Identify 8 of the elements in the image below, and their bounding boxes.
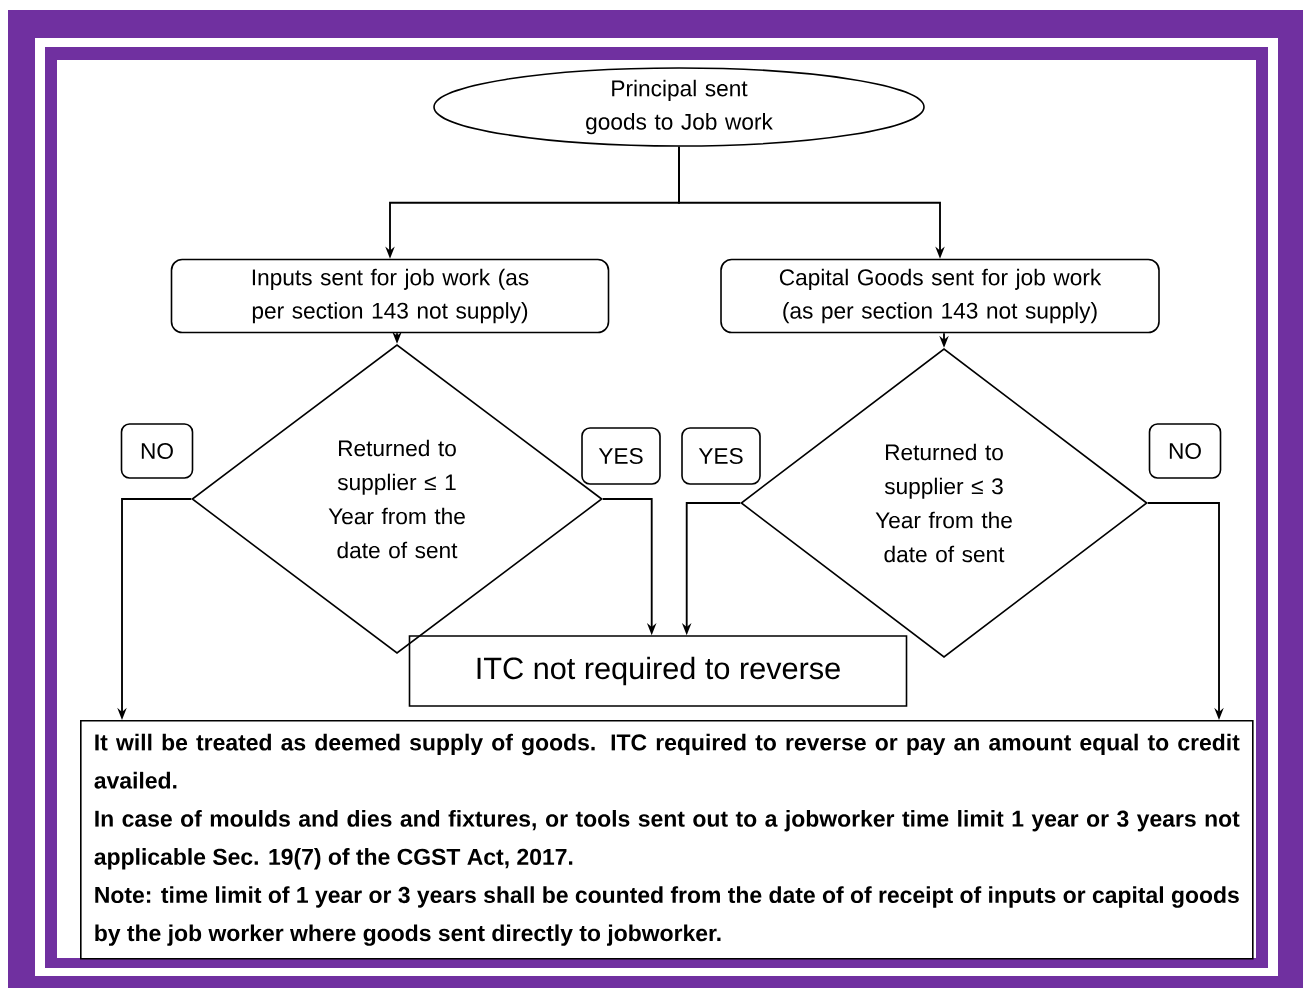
answer-tag: NO	[1148, 423, 1222, 479]
process-box: Inputs sent for job work (as per section 143 not supply)	[170, 258, 610, 334]
result-box: ITC not required to reverse	[408, 635, 908, 707]
process-box: Capital Goods sent for job work (as per section 143 not supply)	[720, 258, 1160, 334]
answer-tag: YES	[581, 427, 661, 485]
note-box: It will be treated as deemed supply of goods. ITC required to reverse or pay an amount equal to credit availed. In case of moulds and dies and fixtures, or tools sent out to a jobworker time limit 1 year or 3 years not applicable Sec. 19(7) of the CGST Act, 2017. Note: time limit of 1 year or 3 years shall be counted from the date of of receipt of inputs or capital goods by the job worker where goods sent directly to jobworker.	[80, 720, 1254, 960]
answer-tag: NO	[120, 423, 194, 479]
answer-tag: YES	[681, 427, 761, 485]
